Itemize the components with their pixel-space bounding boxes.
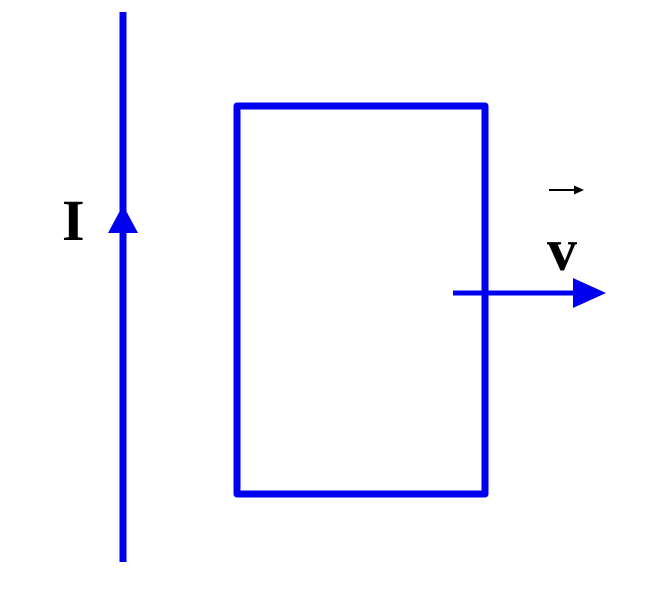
- conducting-loop: [233, 102, 489, 498]
- current-direction-arrow: [108, 205, 138, 233]
- vector-arrow-icon: [549, 185, 584, 195]
- current-label: I: [62, 188, 85, 253]
- velocity-label: v: [547, 217, 577, 283]
- velocity-arrowhead: [573, 278, 606, 308]
